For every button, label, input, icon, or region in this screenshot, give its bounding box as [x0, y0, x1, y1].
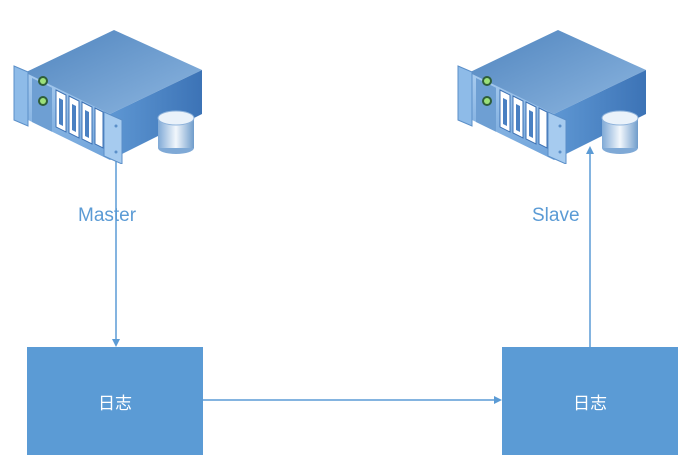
slave-server [456, 14, 646, 168]
master-log-box: 日志 [27, 347, 203, 455]
slave-log-label: 日志 [573, 393, 607, 414]
slave-log-box: 日志 [502, 347, 678, 455]
master-log-label: 日志 [98, 393, 132, 414]
slave-label: Slave [532, 205, 580, 226]
master-server [12, 14, 202, 168]
master-label: Master [78, 205, 137, 226]
server-icon [13, 30, 202, 165]
server-icon [457, 30, 646, 165]
